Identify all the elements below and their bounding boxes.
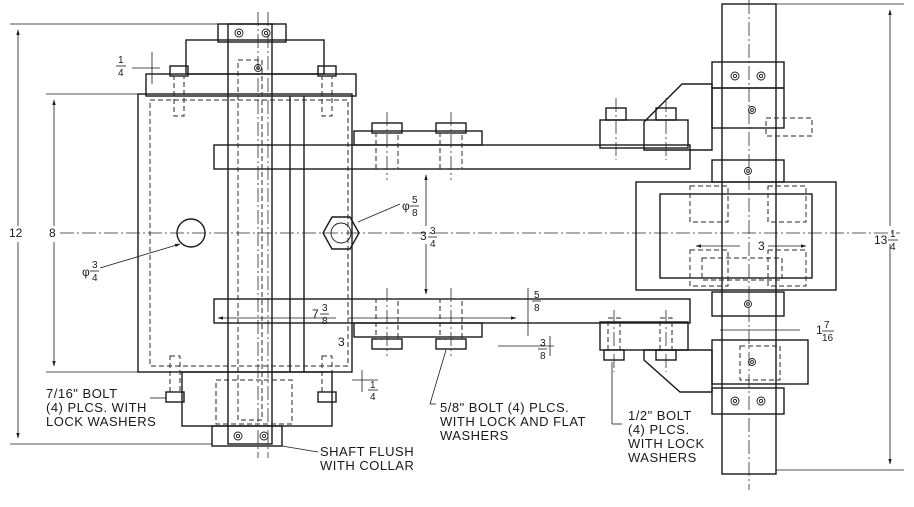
dim-link-length-den: 8 xyxy=(322,316,328,327)
callout-1-2-bolt: 1/2" BOLT (4) PLCS. WITH LOCK WASHERS xyxy=(628,408,709,465)
dim-top-quarter-den: 4 xyxy=(118,68,124,79)
dim-right-height-num: 1 xyxy=(890,229,896,240)
dim-top-quarter-num: 1 xyxy=(118,55,124,66)
upper-link xyxy=(213,122,691,170)
dim-center-hole-num: 5 xyxy=(412,195,418,206)
dim-right-offset-whole: 1 xyxy=(816,323,823,337)
dim-bottom-quarter: 1 4 xyxy=(368,380,378,403)
dim-center-hole: φ 5 8 xyxy=(402,195,419,219)
dim-bottom-quarter-den: 4 xyxy=(370,392,376,403)
dim-left-hole-prefix: φ xyxy=(82,265,90,279)
dim-right-height-den: 4 xyxy=(890,242,896,253)
dim-right-offset-den: 16 xyxy=(822,333,834,344)
dim-plate-thk-den: 8 xyxy=(540,351,546,362)
dim-link-length-whole: 7 xyxy=(312,307,319,321)
dim-link-thk-den: 8 xyxy=(534,303,540,314)
dim-link-thk-num: 5 xyxy=(534,290,540,301)
dim-gap-den: 4 xyxy=(430,239,436,250)
dim-left-hole-den: 4 xyxy=(92,273,98,284)
dim-bottom-three: 3 xyxy=(338,335,345,349)
dim-right-height-whole: 13 xyxy=(874,233,888,247)
dim-plate-thickness: 3 8 xyxy=(538,338,547,362)
left-bearing-block xyxy=(137,12,360,458)
dim-gap-whole: 3 xyxy=(420,229,427,243)
dim-plate-thk-num: 3 xyxy=(540,338,546,349)
dim-right-offset-num: 7 xyxy=(824,320,830,331)
dim-bottom-quarter-num: 1 xyxy=(370,380,376,391)
dim-link-length: 7 3 8 xyxy=(312,303,329,327)
dim-center-hole-den: 8 xyxy=(412,208,418,219)
dim-left-hole: φ 3 4 xyxy=(82,260,99,284)
dim-link-length-num: 3 xyxy=(322,303,328,314)
dim-gap: 3 3 4 xyxy=(420,226,437,250)
right-mount-assembly xyxy=(599,0,837,490)
dim-right-offset: 1 7 16 xyxy=(816,320,834,344)
dim-right-height: 13 1 4 xyxy=(874,229,898,253)
dim-link-thickness: 5 8 xyxy=(532,290,541,314)
dim-gap-num: 3 xyxy=(430,226,436,237)
dim-overall-height: 12 xyxy=(9,226,23,240)
callout-7-16-bolt: 7/16" BOLT (4) PLCS. WITH LOCK WASHERS xyxy=(46,386,156,429)
lower-link xyxy=(213,298,691,350)
callout-5-8-bolt: 5/8" BOLT (4) PLCS. WITH LOCK AND FLAT W… xyxy=(440,400,590,443)
dim-top-quarter: 1 4 xyxy=(116,55,126,79)
dim-right-center-width: 3 xyxy=(758,239,765,253)
callout-shaft-flush: SHAFT FLUSH WITH COLLAR xyxy=(320,444,418,473)
dimension-lines xyxy=(10,3,904,471)
dim-block-height: 8 xyxy=(49,226,56,240)
dim-left-hole-num: 3 xyxy=(92,260,98,271)
dim-center-hole-prefix: φ xyxy=(402,199,410,213)
